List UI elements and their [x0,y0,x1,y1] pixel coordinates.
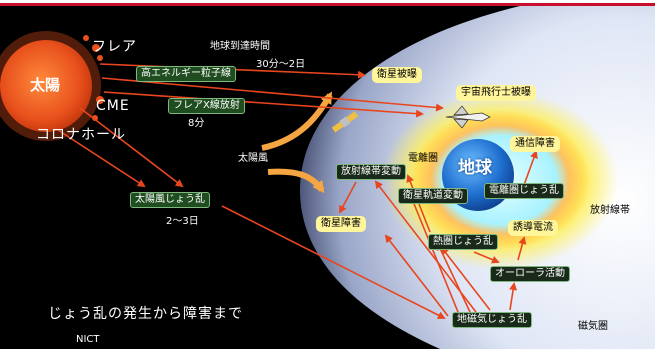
radiation-belt-label: 放射線帯 [590,205,630,216]
box-radiation-belt-variation: 放射線帯変動 [336,164,406,180]
satellite-icon [331,111,359,133]
box-satellite-failure: 衛星障害 [316,216,366,232]
box-astronaut-exposure: 宇宙飛行士被曝 [456,85,536,101]
time-30min-2d-label: 30分～2日 [256,59,306,70]
box-satellite-orbit-variation: 衛星軌道変動 [398,188,468,204]
ionosphere-label: 電離圏 [408,153,438,164]
coronal-hole-label: コロナホール [36,127,126,143]
cme-label: CME [96,98,130,114]
magnetosphere-label: 磁気圏 [578,321,608,332]
solar-wind-label: 太陽風 [238,153,268,164]
space-shuttle-icon [445,105,491,129]
top-border [0,0,655,6]
box-satellite-exposure: 衛星被曝 [372,67,422,83]
box-comm-failure: 通信障害 [510,136,560,152]
box-induced-current: 誘導電流 [508,220,558,236]
box-flare-xray: フレアX線放射 [168,98,245,114]
box-thermosphere-disturbance: 熱圏じょう乱 [428,234,498,250]
box-high-energy-particles: 高エネルギー粒子線 [136,66,236,82]
arrival-time-label: 地球到達時間 [210,41,270,52]
earth-label: 地球 [458,158,492,178]
footer-source: NICT [76,334,100,345]
flare-label: フレア [92,39,137,55]
sun-graphic [0,31,104,141]
time-8min-label: 8分 [188,118,205,129]
box-ionosphere-disturbance: 電離圏じょう乱 [484,183,564,199]
box-solar-wind-disturbance: 太陽風じょう乱 [130,192,210,208]
footer-title: じょう乱の発生から障害まで [48,306,243,322]
box-aurora-activity: オーローラ活動 [490,266,570,282]
box-geomagnetic-disturbance: 地磁気じょう乱 [452,312,532,328]
time-2-3d-label: 2～3日 [166,216,199,227]
sun-label: 太陽 [30,76,61,94]
